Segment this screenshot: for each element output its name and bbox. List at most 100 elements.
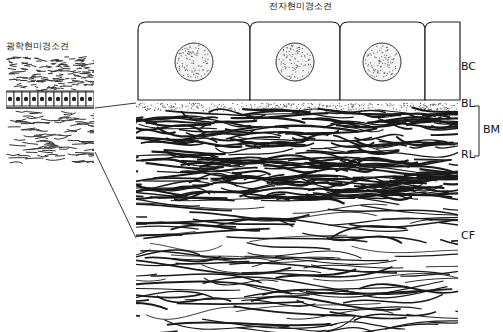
chromatin-dot — [389, 65, 390, 66]
lamina-dot — [278, 107, 279, 108]
lamina-dot — [426, 106, 427, 107]
small-fiber — [42, 150, 56, 152]
lamina-dot — [303, 105, 304, 106]
lamina-dot — [339, 103, 340, 104]
tissue-stroke — [54, 85, 58, 87]
lamina-dot — [439, 103, 440, 104]
tissue-stroke — [84, 84, 93, 86]
lamina-dot — [198, 107, 199, 108]
chromatin-dot — [185, 70, 186, 71]
collagen-fibers — [136, 107, 458, 332]
chromatin-dot — [299, 47, 300, 48]
lamina-dot — [438, 103, 439, 104]
chromatin-dot — [303, 65, 304, 66]
lamina-dot — [375, 108, 376, 109]
small-fiber — [73, 161, 92, 162]
tissue-stroke — [71, 78, 76, 79]
collagen-fiber — [242, 109, 299, 113]
chromatin-dot — [186, 58, 187, 59]
lamina-dot — [446, 109, 447, 110]
chromatin-dot — [305, 61, 306, 62]
lamina-dot — [151, 105, 152, 106]
lamina-dot — [189, 103, 190, 104]
lamina-dot — [162, 106, 163, 107]
chromatin-dot — [379, 50, 380, 51]
tissue-stroke — [76, 84, 79, 85]
small-fiber — [39, 146, 58, 148]
tissue-stroke — [21, 69, 28, 70]
collagen-fiber — [215, 143, 289, 146]
lamina-dot — [430, 109, 431, 110]
collagen-fiber — [449, 164, 458, 170]
tissue-stroke — [14, 85, 22, 87]
chromatin-dot — [369, 70, 370, 71]
lamina-dot — [445, 107, 446, 108]
tissue-stroke — [60, 88, 63, 90]
lamina-dot — [333, 105, 334, 106]
chromatin-dot — [373, 72, 374, 73]
collagen-fiber — [328, 209, 458, 216]
collagen-fiber — [241, 300, 315, 306]
lamina-dot — [175, 103, 176, 104]
lamina-dot — [437, 109, 438, 110]
lamina-dot — [406, 103, 407, 104]
small-fiber — [91, 115, 95, 116]
small-fiber — [38, 151, 53, 153]
lamina-dot — [307, 107, 308, 108]
lamina-dot — [199, 103, 200, 104]
tissue-stroke — [41, 60, 48, 61]
lamina-dot — [150, 103, 151, 104]
tissue-stroke — [77, 63, 85, 64]
chromatin-dot — [196, 55, 197, 56]
chromatin-dot — [390, 62, 391, 63]
lamina-dot — [209, 107, 210, 108]
tissue-stroke — [21, 68, 28, 70]
collagen-fiber — [136, 289, 240, 291]
collagen-fiber — [153, 172, 207, 179]
lamina-dot — [420, 103, 421, 104]
collagen-fiber — [136, 210, 147, 218]
chromatin-dot — [297, 50, 298, 51]
lamina-dot — [179, 108, 180, 109]
small-fiber — [58, 118, 69, 120]
small-cell — [86, 92, 94, 106]
chromatin-dot — [193, 63, 194, 64]
lamina-dot — [241, 106, 242, 107]
lamina-dot — [177, 107, 178, 108]
lamina-dot — [363, 108, 364, 109]
tissue-stroke — [34, 76, 43, 78]
tissue-stroke — [81, 61, 84, 63]
chromatin-dot — [308, 72, 309, 73]
small-nucleus — [88, 97, 92, 101]
tissue-stroke — [58, 64, 67, 65]
chromatin-dot — [185, 55, 186, 56]
collagen-fiber — [152, 152, 211, 156]
lamina-dot — [423, 107, 424, 108]
lamina-dot — [272, 107, 273, 108]
lamina-dot — [162, 105, 163, 106]
small-fiber — [61, 111, 72, 113]
chromatin-dot — [294, 62, 295, 63]
collagen-fiber — [171, 255, 280, 263]
chromatin-dot — [373, 69, 374, 70]
small-fiber — [68, 154, 86, 155]
collagen-fiber — [136, 178, 208, 183]
chromatin-dot — [289, 51, 290, 52]
chromatin-dot — [191, 53, 192, 54]
lamina-dot — [356, 103, 357, 104]
lamina-dot — [149, 109, 150, 110]
chromatin-dot — [188, 54, 189, 55]
chromatin-dot — [199, 69, 200, 70]
lamina-dot — [404, 105, 405, 106]
lamina-dot — [175, 108, 176, 109]
tissue-stroke — [32, 74, 36, 76]
lamina-dot — [442, 105, 443, 106]
lamina-dot — [182, 107, 183, 108]
lamina-dot — [415, 110, 416, 111]
chromatin-dot — [395, 68, 396, 69]
chromatin-dot — [279, 59, 280, 60]
small-fiber — [9, 145, 26, 146]
lamina-dot — [284, 105, 285, 106]
chromatin-dot — [371, 65, 372, 66]
lamina-dot — [203, 110, 204, 111]
